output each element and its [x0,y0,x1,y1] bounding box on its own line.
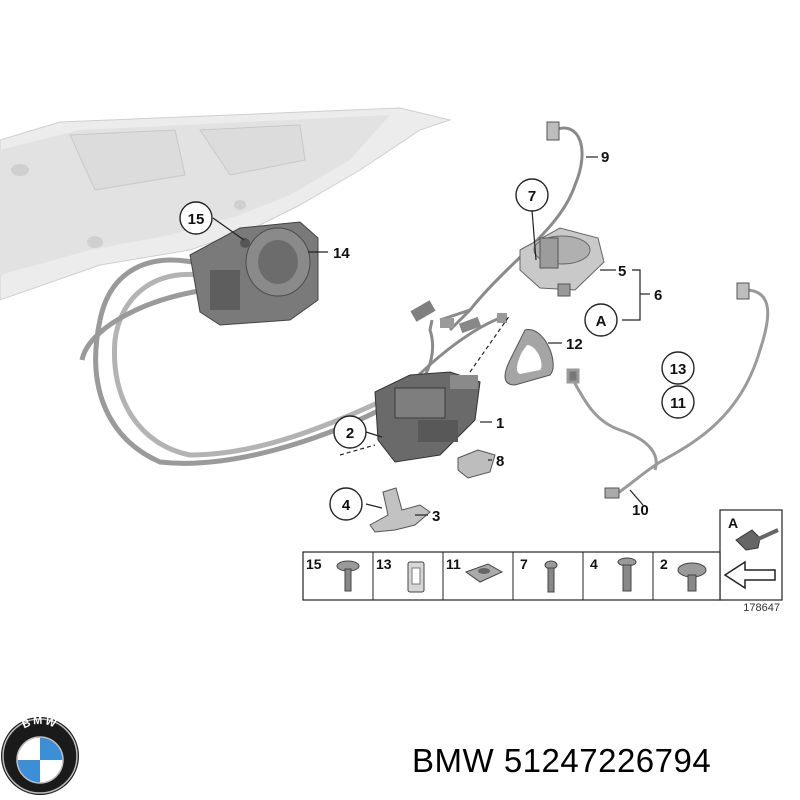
callout-7: 7 [515,178,549,212]
lock-1 [374,371,481,463]
parts-table: A 15 13 11 7 4 2 [302,509,783,601]
arrow-icon [723,560,776,590]
label-10: 10 [632,502,649,519]
nut-11-icon [464,563,504,583]
screw-15-icon [336,560,360,592]
detail-cell-A [719,509,783,601]
release-handle-5 [519,227,605,297]
label-15: 15 [188,211,205,228]
label-6: 6 [654,287,662,304]
label-A: A [596,313,607,330]
brand-name: BMW [412,742,495,779]
diagram-number: 178647 [743,602,780,614]
detail-cell-label: A [728,515,738,531]
bmw-logo: BMW [1,715,79,795]
cell-2-label: 2 [660,556,668,572]
label-14: 14 [333,245,350,262]
callout-11: 11 [661,385,695,419]
part-number: 51247226794 [503,742,712,779]
label-5: 5 [618,263,626,280]
label-1: 1 [496,415,504,432]
cell-11-label: 11 [446,556,461,572]
label-7: 7 [528,188,536,205]
callout-15: 15 [179,201,213,235]
striker-3 [369,487,431,533]
bracket-8 [457,449,496,479]
label-12: 12 [566,336,583,353]
label-9: 9 [601,149,609,166]
callout-4: 4 [329,487,363,521]
label-8: 8 [496,453,504,470]
connectors-middle [410,300,507,334]
screw-2-icon [677,562,707,592]
svg-text:BMW: BMW [20,715,59,731]
callout-A: A [584,303,618,337]
wire-harness-9 [439,121,584,332]
cell-4-label: 4 [590,556,598,572]
logo-text: BMW [20,715,57,731]
label-2: 2 [346,425,354,442]
leader-lines [212,156,650,516]
cable-10 [566,282,770,499]
label-4: 4 [342,497,351,514]
cell-15-label: 15 [306,556,322,572]
label-3: 3 [432,508,440,525]
screw-7-icon [544,560,558,593]
label-11: 11 [670,395,686,412]
callout-13: 13 [661,351,695,385]
cell-13-label: 13 [376,556,392,572]
part-title: BMW 51247226794 [412,742,711,780]
label-13: 13 [670,361,687,378]
callout-2: 2 [333,415,367,449]
emergency-handle-12 [504,329,554,386]
actuator-14 [189,221,319,326]
clip-13-icon [407,561,425,593]
cell-7-label: 7 [520,556,528,572]
trunk-lid [0,107,452,301]
screw-4-icon [617,557,637,592]
